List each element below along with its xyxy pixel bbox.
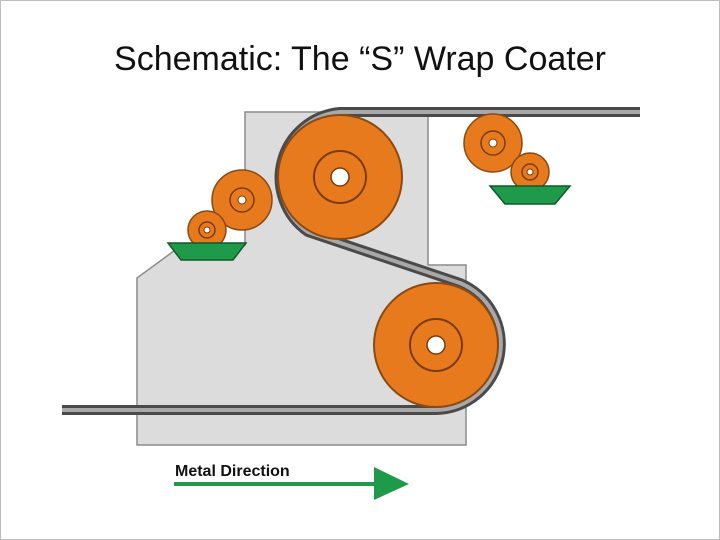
upper-backup-roller-icon: [277, 114, 403, 240]
metal-direction-arrow-icon: [174, 467, 409, 500]
right-applicator-roller-icon: [463, 113, 523, 173]
left-applicator-roller-icon: [211, 169, 273, 231]
lower-backup-roller-icon: [373, 282, 499, 408]
left-pickup-roller-icon: [187, 210, 227, 250]
right-coating-pan-icon: [488, 185, 572, 205]
slide-title: Schematic: The “S” Wrap Coater: [114, 40, 606, 78]
left-coating-pan-icon: [166, 242, 248, 261]
metal-direction-label: Metal Direction: [175, 463, 290, 480]
